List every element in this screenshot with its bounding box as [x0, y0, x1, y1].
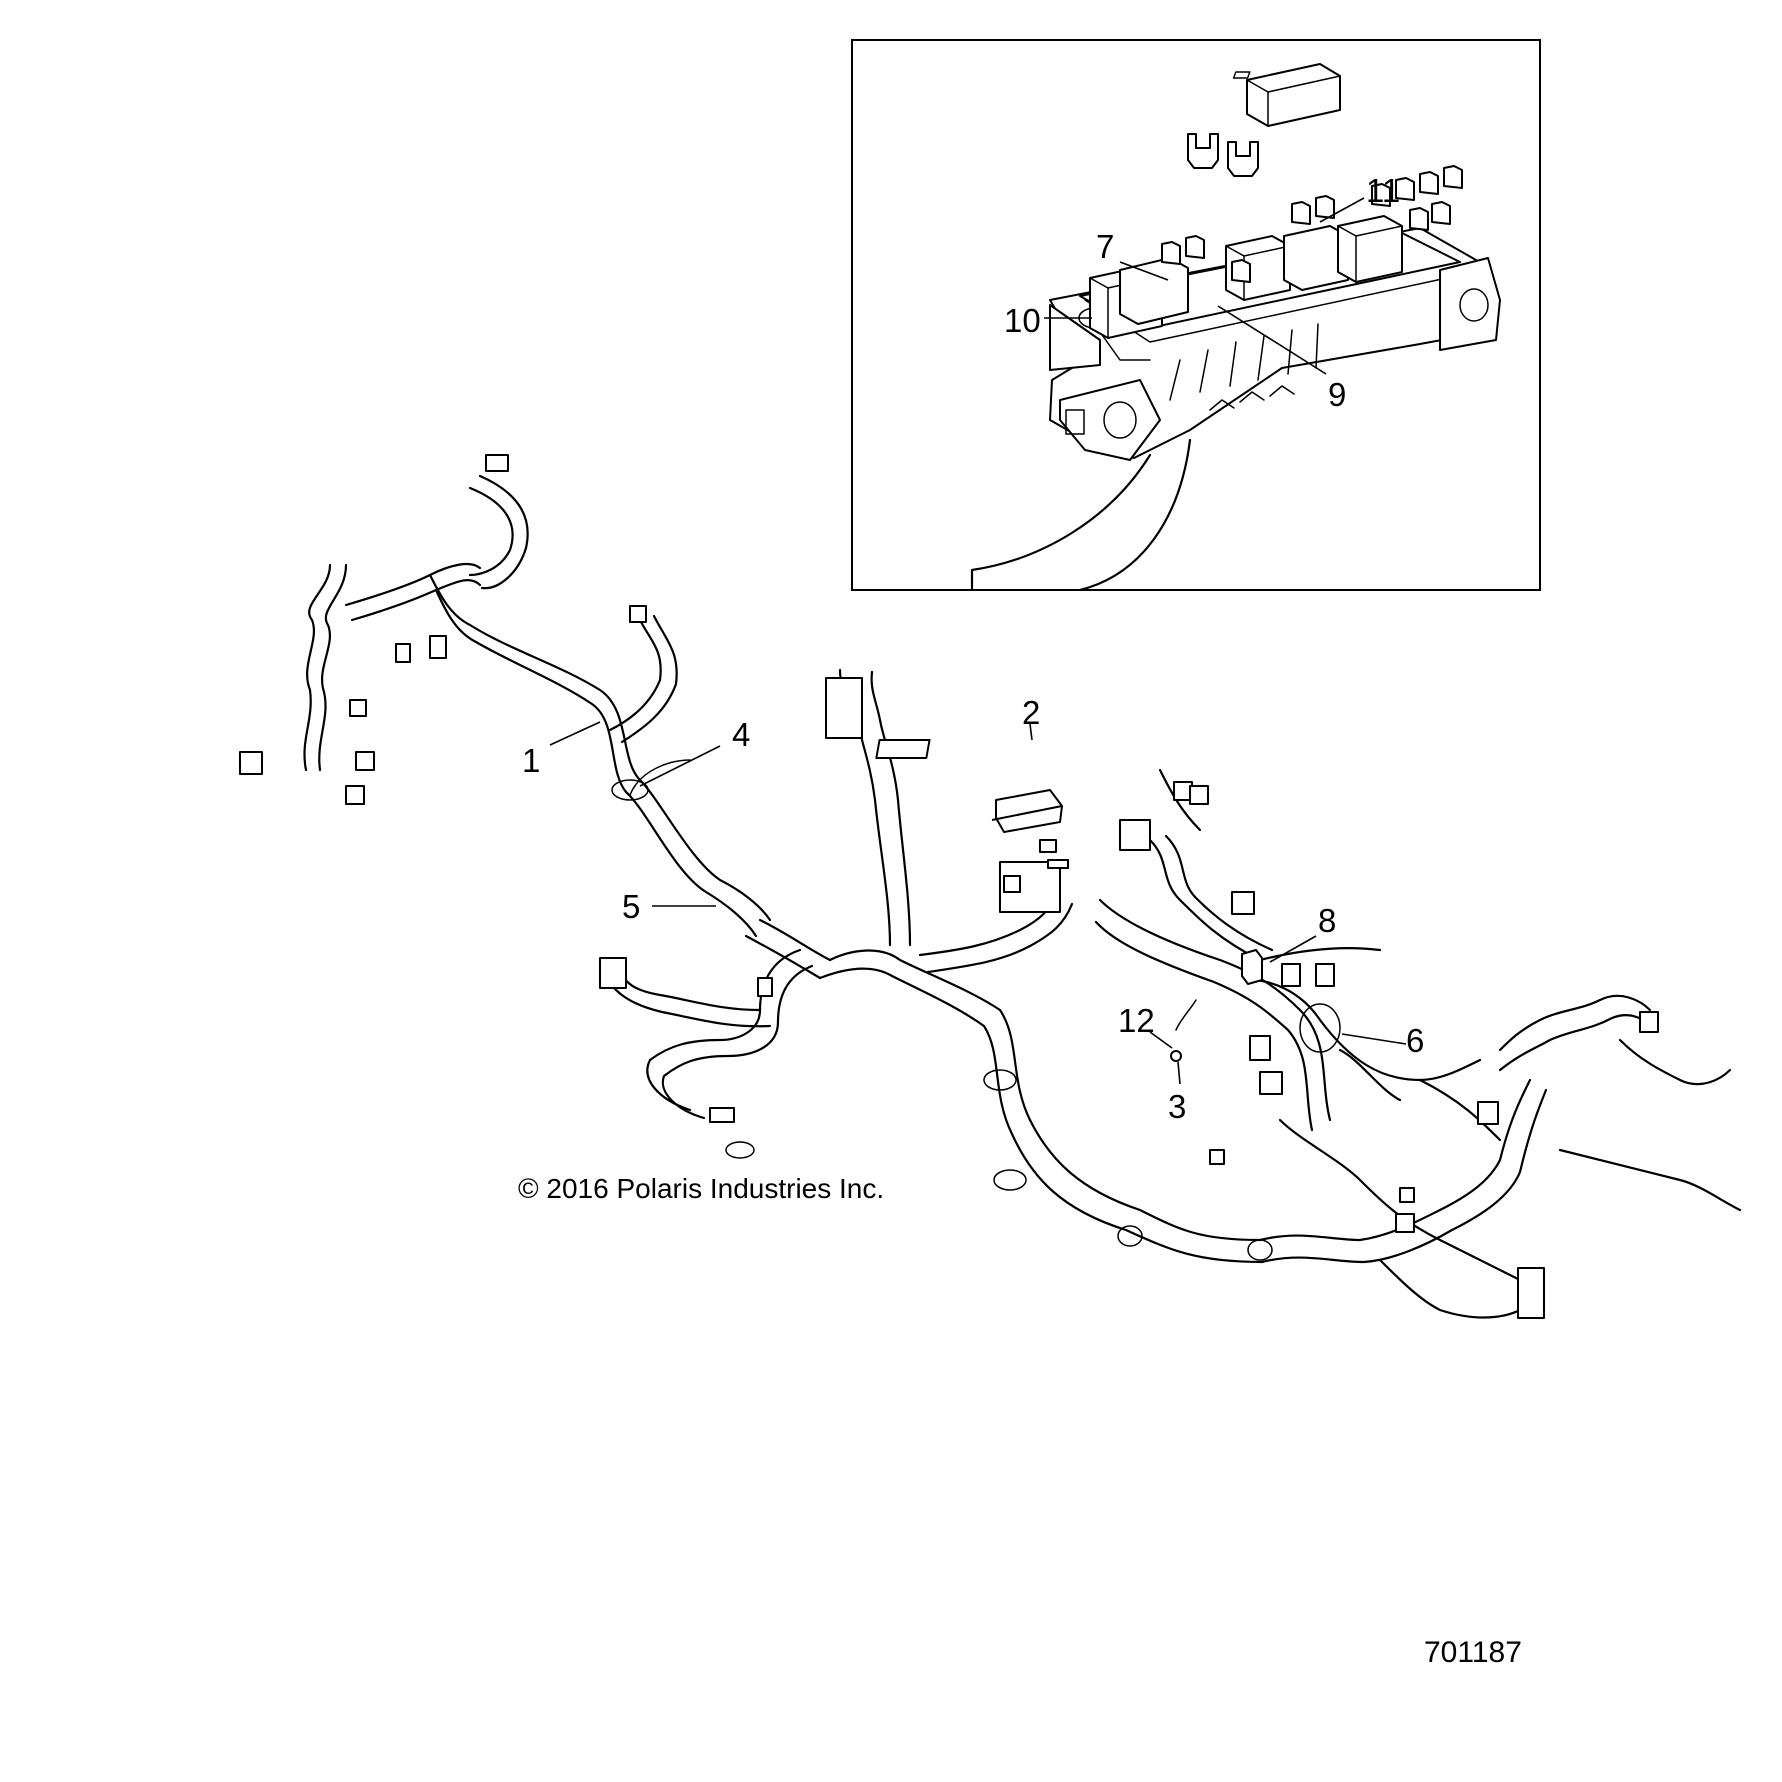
- callout-4: 4: [732, 716, 750, 753]
- fuse-relay-box: [970, 165, 1501, 592]
- part-8-clip: [1241, 949, 1263, 985]
- callout-12: 12: [1118, 1002, 1155, 1039]
- spare-fuses: [1187, 133, 1259, 177]
- copyright-notice: © 2016 Polaris Industries Inc.: [518, 1173, 884, 1204]
- callout-3: 3: [1168, 1088, 1186, 1125]
- callout-8: 8: [1318, 902, 1336, 939]
- callout-2: 2: [1022, 694, 1040, 731]
- main-harness: [239, 454, 1742, 1319]
- callout-5: 5: [622, 888, 640, 925]
- inset-detail: [851, 39, 1541, 592]
- part-12-ground-lead: [1175, 999, 1197, 1031]
- callout-7: 7: [1096, 228, 1114, 265]
- diagram-number: 701187: [1424, 1636, 1522, 1669]
- callout-6: 6: [1406, 1022, 1424, 1059]
- part-4-tie-strap: [629, 759, 691, 796]
- part-3-screw: [1170, 1050, 1182, 1062]
- callout-11: 11: [1366, 172, 1400, 209]
- connector: [239, 751, 263, 775]
- callout-leaders: [549, 197, 1407, 1085]
- callout-labels: 1 2 3 4 5 6 7 8 9 10 11 12: [522, 172, 1424, 1125]
- fuse-cover-block: [1232, 63, 1341, 127]
- callout-9: 9: [1328, 376, 1346, 413]
- callout-1: 1: [522, 742, 540, 779]
- connector: [485, 454, 509, 472]
- callout-10: 10: [1004, 302, 1041, 339]
